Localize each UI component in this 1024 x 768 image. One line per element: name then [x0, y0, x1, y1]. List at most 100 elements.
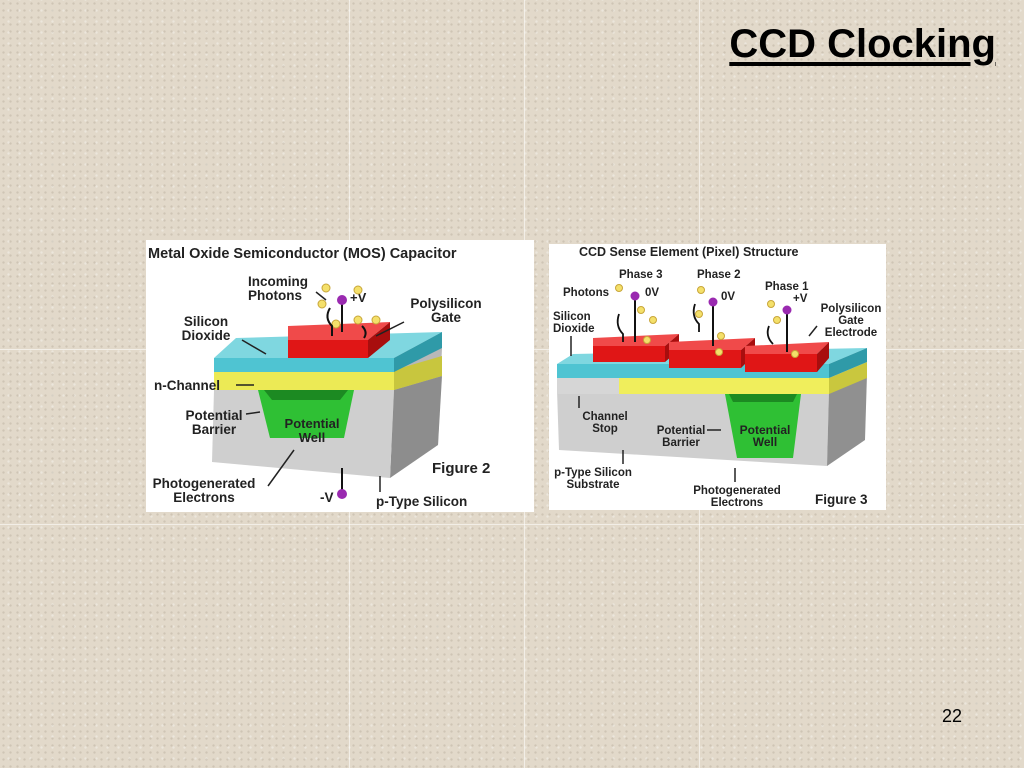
phase3-voltage-label: 0V	[645, 287, 659, 299]
polysilicon-label-1: Polysilicon	[410, 296, 481, 311]
n-channel-label: n-Channel	[154, 378, 220, 393]
well-label-1: Potential	[285, 416, 340, 431]
oxide-front	[214, 358, 394, 372]
well-label-1: Potential	[740, 423, 791, 437]
leader-line	[375, 321, 405, 337]
leader-line	[267, 449, 295, 487]
leader-line	[245, 411, 261, 415]
leader-line	[808, 325, 818, 337]
photon-path	[326, 307, 333, 336]
photogenerated-label-2: Electrons	[173, 490, 235, 505]
photon	[715, 348, 723, 356]
photon-path	[616, 313, 624, 342]
channel-stop-label-1: Channel	[582, 411, 627, 423]
oxide-side	[394, 332, 442, 372]
photon	[317, 299, 327, 309]
well-label-2: Well	[299, 430, 326, 445]
n-channel-layer	[214, 370, 394, 390]
phase1-contact	[782, 305, 792, 315]
photon	[353, 285, 363, 295]
silicon-dioxide-label-2: Dioxide	[553, 323, 595, 335]
gate-front	[288, 340, 368, 358]
p-type-label: p-Type Silicon	[376, 494, 467, 509]
plus-v-label: +V	[350, 290, 367, 305]
figure2-label: Figure 2	[432, 460, 490, 477]
photon	[695, 310, 703, 318]
p-type-label-2: Substrate	[566, 479, 619, 491]
silicon-dioxide-label-1: Silicon	[553, 311, 591, 323]
ccd-heading: CCD Sense Element (Pixel) Structure	[579, 245, 799, 259]
photon	[353, 315, 363, 325]
polysilicon-label-2: Gate	[838, 315, 864, 327]
silicon-dioxide-label-1: Silicon	[184, 314, 228, 329]
potential-barrier-label-2: Barrier	[662, 437, 700, 449]
photon	[615, 284, 623, 292]
p-type-label-1: p-Type Silicon	[554, 467, 632, 479]
phase2-contact	[708, 297, 718, 307]
photon-path	[361, 325, 367, 339]
ccd-pixel-diagram: CCD Sense Element (Pixel) Structure Pote…	[553, 245, 882, 509]
photon-path	[766, 325, 774, 345]
phase1-label: Phase 1	[765, 281, 809, 293]
channel-stop-region	[557, 378, 619, 394]
potential-well-shade	[729, 394, 797, 402]
mos-capacitor-figure: Metal Oxide Semiconductor (MOS) Capacito…	[146, 240, 534, 512]
gate-contact	[337, 295, 347, 305]
slide-title: CCD Clocking	[729, 22, 996, 66]
photons-label: Photons	[563, 287, 609, 299]
mos-capacitor-diagram: Metal Oxide Semiconductor (MOS) Capacito…	[148, 246, 490, 509]
channel-layer	[557, 378, 829, 394]
phase3-label: Phase 3	[619, 269, 662, 281]
potential-well-shape	[258, 390, 354, 438]
slide-number: 22	[941, 706, 962, 726]
photon	[637, 306, 645, 314]
minus-v-label: -V	[320, 490, 334, 505]
potential-barrier-label-1: Potential	[657, 425, 706, 437]
phase3-contact	[630, 291, 640, 301]
polysilicon-label-1: Polysilicon	[821, 303, 882, 315]
photogenerated-label-1: Photogenerated	[153, 476, 256, 491]
photon	[371, 315, 381, 325]
substrate-right-face	[390, 376, 442, 478]
photon	[643, 336, 651, 344]
polysilicon-label-2: Gate	[431, 310, 462, 325]
potential-barrier-label-1: Potential	[185, 408, 242, 423]
figure3-label: Figure 3	[815, 492, 868, 507]
gate2-front	[669, 350, 741, 368]
n-channel-side	[394, 356, 442, 390]
background-tile-line	[0, 524, 1024, 525]
well-label-2: Well	[753, 435, 777, 449]
polysilicon-label-3: Electrode	[825, 327, 877, 339]
photon	[321, 283, 331, 293]
photon	[331, 319, 341, 329]
substrate-side	[827, 374, 867, 466]
photon	[717, 332, 725, 340]
gate3-front	[593, 346, 665, 362]
photogenerated-label-2: Electrons	[711, 497, 763, 509]
photon-path	[692, 303, 700, 332]
leader-line	[315, 291, 327, 301]
phase1-voltage-label: +V	[793, 293, 808, 305]
channel-side	[829, 362, 867, 394]
gate1-side	[817, 342, 829, 372]
photon	[767, 300, 775, 308]
ccd-pixel-figure: CCD Sense Element (Pixel) Structure Pote…	[549, 244, 886, 510]
potential-barrier-label-2: Barrier	[192, 422, 237, 437]
silicon-dioxide-label-2: Dioxide	[182, 328, 231, 343]
substrate-contact	[337, 489, 347, 499]
incoming-photons-label-1: Incoming	[248, 274, 308, 289]
mos-heading: Metal Oxide Semiconductor (MOS) Capacito…	[148, 246, 457, 262]
photogenerated-label-1: Photogenerated	[693, 485, 781, 497]
incoming-photons-label-2: Photons	[248, 288, 302, 303]
photon	[649, 316, 657, 324]
phase2-label: Phase 2	[697, 269, 740, 281]
photon	[773, 316, 781, 324]
potential-well-shade	[264, 390, 348, 400]
gate1-front	[745, 354, 817, 372]
photon	[791, 350, 799, 358]
photon	[697, 286, 705, 294]
potential-well-shape	[725, 394, 801, 458]
leader-line	[241, 339, 267, 355]
phase2-voltage-label: 0V	[721, 291, 735, 303]
oxide-side	[829, 348, 867, 378]
